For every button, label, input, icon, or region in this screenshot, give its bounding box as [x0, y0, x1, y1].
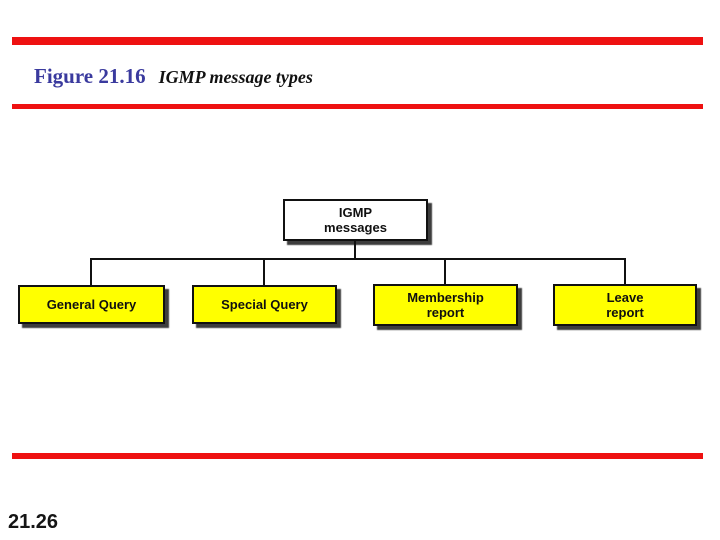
diagram-node-special-query: Special Query: [192, 285, 337, 324]
connector-stub-leave-report: [624, 258, 626, 286]
connector-stub-membership-report: [444, 258, 446, 286]
figure-number-label: Figure 21.16: [34, 64, 146, 88]
diagram-node-membership-report: Membership report: [373, 284, 518, 326]
connector-horizontal: [90, 258, 626, 260]
title-underline-bar: [12, 104, 703, 109]
diagram-node-leave-report: Leave report: [553, 284, 697, 326]
diagram-root-node-igmp-messages: IGMP messages: [283, 199, 428, 241]
connector-stub-general-query: [90, 258, 92, 286]
figure-caption: IGMP message types: [158, 67, 313, 87]
top-divider-bar: [12, 37, 703, 45]
figure-title: Figure 21.16 IGMP message types: [34, 64, 313, 89]
diagram-node-general-query: General Query: [18, 285, 165, 324]
bottom-divider-bar: [12, 453, 703, 459]
connector-root-vertical: [354, 241, 356, 260]
slide-number: 21.26: [8, 511, 59, 533]
connector-stub-special-query: [263, 258, 265, 286]
